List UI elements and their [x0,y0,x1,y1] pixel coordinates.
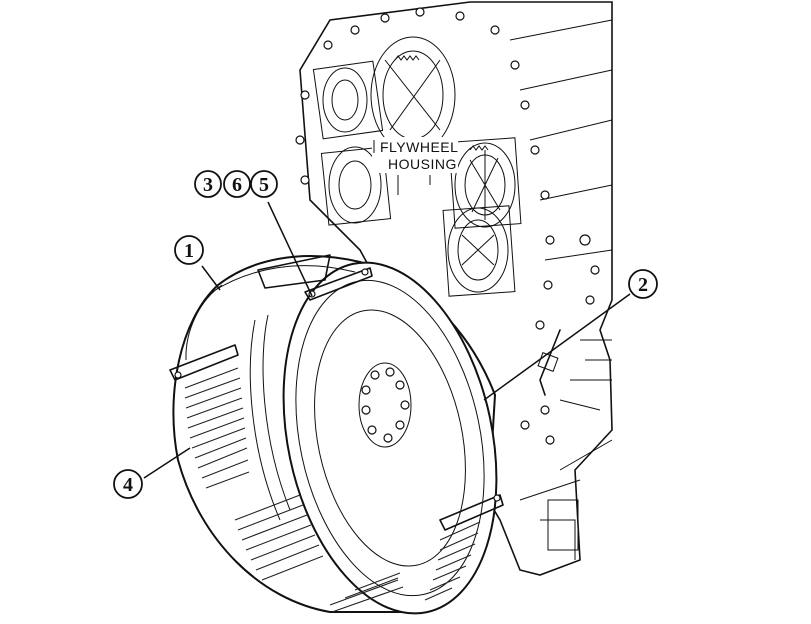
svg-text:1: 1 [184,240,194,262]
guard-grille-panels [184,367,481,613]
svg-text:2: 2 [638,274,648,296]
flywheel-guard [169,254,504,615]
callout-5: 5 [250,170,278,198]
left-mounting-bracket [169,344,239,381]
flywheel-hub [358,362,412,448]
leader-line-2 [483,293,631,401]
flywheel-housing-label: FLYWHEEL HOUSING [372,137,458,195]
callout-4: 4 [113,469,143,499]
leader-line-5 [267,201,313,297]
callout-6: 6 [223,170,251,198]
callout-2: 2 [628,269,658,299]
top-mounting-bracket [257,254,373,301]
leader-line-4 [143,447,191,479]
callout-1: 1 [174,235,204,265]
svg-text:6: 6 [232,174,242,196]
housing-bolts [295,7,600,445]
callout-3: 3 [194,170,222,198]
housing-label-line2: HOUSING [388,156,457,172]
svg-text:5: 5 [259,174,269,196]
leader-line-1 [201,265,221,291]
callouts: 3 6 5 1 2 4 [113,170,658,499]
svg-text:3: 3 [203,174,213,196]
bottom-mounting-bracket [439,494,504,531]
svg-text:4: 4 [123,474,133,496]
housing-label-line1: FLYWHEEL [380,139,458,155]
